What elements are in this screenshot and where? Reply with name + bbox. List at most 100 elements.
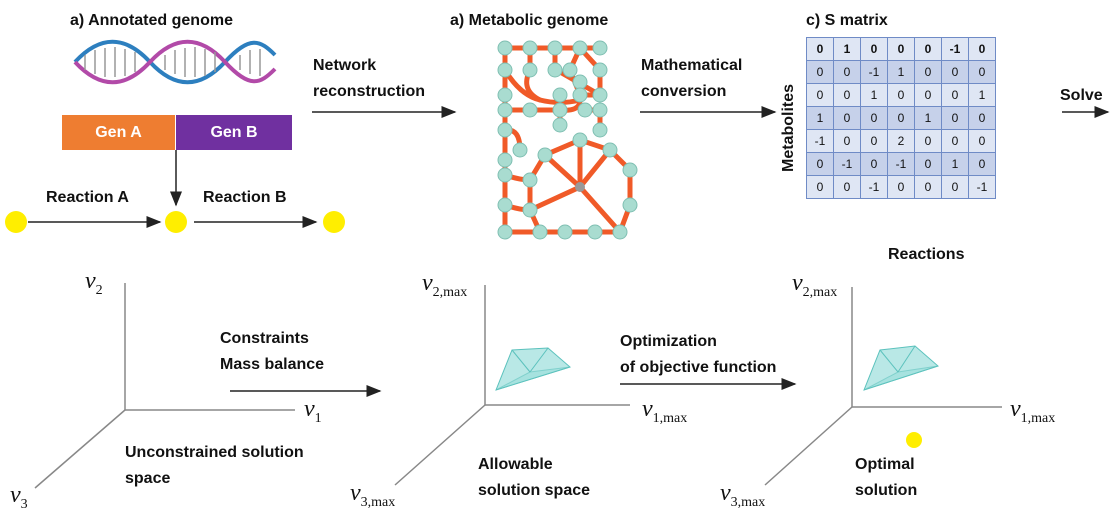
matrix-cell: 0 <box>941 60 969 84</box>
network-node <box>522 172 538 188</box>
axis-v3-label: v3 <box>10 482 28 512</box>
network-node <box>562 62 578 78</box>
axis-v2-label: v2 <box>85 268 103 298</box>
network-node <box>557 224 573 240</box>
matrix-cell: 0 <box>833 106 861 130</box>
network-node <box>522 202 538 218</box>
network-node <box>497 224 513 240</box>
matrix-cell: 1 <box>914 106 942 130</box>
matrix-cell: 0 <box>860 152 888 176</box>
unconstrained-caption-line-1: Unconstrained solution <box>125 444 304 461</box>
reaction-b-label: Reaction B <box>203 189 287 206</box>
network-node <box>592 40 608 56</box>
network-node <box>587 224 603 240</box>
metabolite-dot <box>323 211 345 233</box>
matrix-cell: 0 <box>833 83 861 107</box>
network-node <box>572 87 588 103</box>
matrix-cell: 0 <box>914 37 942 61</box>
matrix-cell: 0 <box>941 129 969 153</box>
matrix-cell: 0 <box>968 37 996 61</box>
optimal-caption-line-1: Optimal <box>855 456 915 473</box>
network-node <box>532 224 548 240</box>
network-node <box>622 197 638 213</box>
network-node <box>592 122 608 138</box>
allowable-caption-line-2: solution space <box>478 482 591 499</box>
network-node <box>572 132 588 148</box>
matrix-cell: 0 <box>968 152 996 176</box>
matrix-cell: -1 <box>860 175 888 199</box>
axis-v2max-label-opt: v2,max <box>792 270 838 300</box>
matrix-cell: 0 <box>806 60 834 84</box>
math-step-line-1: Mathematical <box>641 57 743 74</box>
axis-v1max-label-opt: v1,max <box>1010 396 1056 426</box>
optimal-axes <box>764 287 1002 486</box>
network-node <box>547 40 563 56</box>
network-node <box>497 40 513 56</box>
solve-label: Solve <box>1060 87 1103 104</box>
dna-helix-icon <box>73 39 277 85</box>
matrix-cell: 1 <box>968 83 996 107</box>
gene-b-box: Gen B <box>176 115 292 150</box>
matrix-cell: 0 <box>833 60 861 84</box>
allowable-caption-line-1: Allowable <box>478 456 553 473</box>
network-node <box>522 40 538 56</box>
matrix-cell: 0 <box>806 152 834 176</box>
optimal-point <box>906 432 922 448</box>
network-node <box>577 102 593 118</box>
matrix-cell: -1 <box>968 175 996 199</box>
metabolite-dot <box>165 211 187 233</box>
allowable-axes <box>394 285 630 486</box>
matrix-cell: 2 <box>887 129 915 153</box>
optimization-line-2: of objective function <box>620 359 777 376</box>
matrix-cell: 1 <box>887 60 915 84</box>
matrix-cell: 0 <box>887 175 915 199</box>
network-node <box>612 224 628 240</box>
matrix-cell: 0 <box>914 152 942 176</box>
network-hub-node <box>575 182 585 192</box>
axis-v2max-label: v2,max <box>422 270 468 300</box>
matrix-cell: 0 <box>941 106 969 130</box>
axis-v3max-label: v3,max <box>350 480 396 510</box>
matrix-cell: 1 <box>941 152 969 176</box>
constraints-line-1: Constraints <box>220 330 309 347</box>
matrix-cell: 0 <box>806 175 834 199</box>
unconstrained-caption-line-2: space <box>125 470 171 487</box>
matrix-cell: 0 <box>860 37 888 61</box>
network-node <box>497 102 513 118</box>
matrix-cell: 1 <box>833 37 861 61</box>
network-node <box>602 142 618 158</box>
metabolic-genome-title: a) Metabolic genome <box>450 12 609 29</box>
matrix-cell: 0 <box>806 83 834 107</box>
network-node <box>497 167 513 183</box>
network-node <box>522 102 538 118</box>
optimal-solution-polytope <box>863 345 939 391</box>
reaction-a-label: Reaction A <box>46 189 129 206</box>
metabolites-axis-label: Metabolites <box>780 83 797 172</box>
matrix-cell: 0 <box>968 129 996 153</box>
axis-v1-label: v1 <box>304 396 322 426</box>
network-node <box>552 87 568 103</box>
network-node <box>572 40 588 56</box>
matrix-cell: -1 <box>887 152 915 176</box>
allowable-solution-polytope <box>495 347 572 391</box>
network-node <box>592 87 608 103</box>
matrix-cell: 0 <box>887 37 915 61</box>
network-node <box>552 102 568 118</box>
math-step-line-2: conversion <box>641 83 727 100</box>
matrix-cell: 0 <box>887 83 915 107</box>
network-node <box>497 62 513 78</box>
network-node <box>497 87 513 103</box>
matrix-cell: 0 <box>833 175 861 199</box>
matrix-cell: 0 <box>914 129 942 153</box>
network-step-line-1: Network <box>313 57 377 74</box>
matrix-cell: 0 <box>941 83 969 107</box>
axis-v3max-label-opt: v3,max <box>720 480 766 510</box>
network-edge <box>527 137 633 235</box>
network-edge <box>577 184 623 235</box>
